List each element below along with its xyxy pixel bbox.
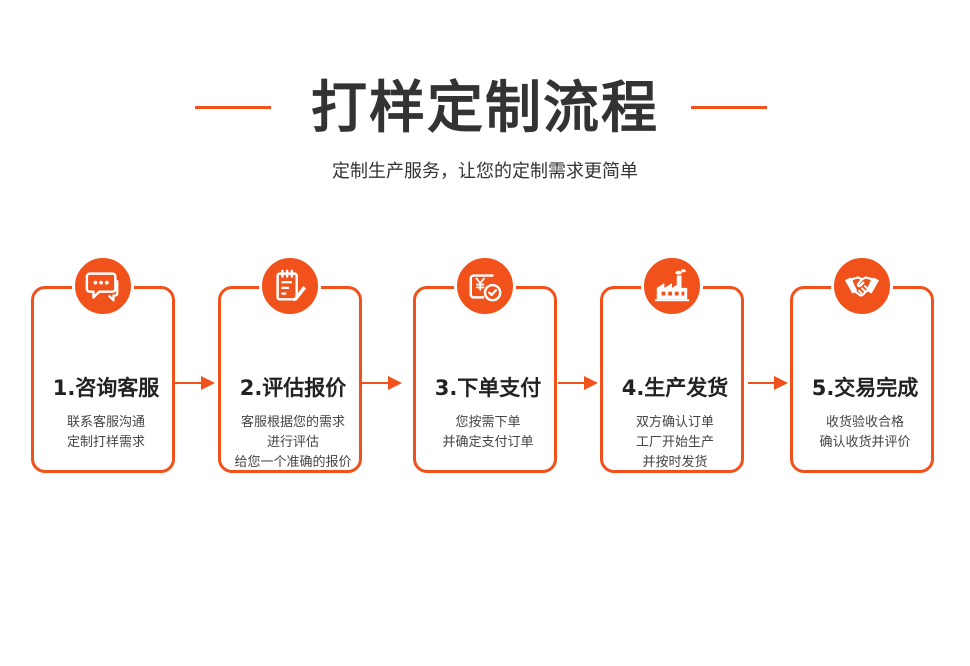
step-card: 5.交易完成 收货验收合格 确认收货并评价 <box>790 286 934 473</box>
step-card: 3.下单支付 您按需下单 并确定支付订单 <box>413 286 557 473</box>
title-decor-line-left <box>195 106 271 109</box>
step-desc-line: 您按需下单 <box>455 415 521 430</box>
flow-arrow <box>558 376 598 390</box>
factory-icon <box>654 269 690 302</box>
step-3: 3.下单支付 您按需下单 并确定支付订单 <box>413 255 557 475</box>
handshake-icon <box>844 276 880 297</box>
step-description: 联系客服沟通 定制打样需求 <box>34 413 178 453</box>
step-desc-line: 定制打样需求 <box>66 435 145 450</box>
clipboard-pen-icon <box>276 269 307 302</box>
step-desc-line: 进行评估 <box>266 435 319 450</box>
step-desc-line: 确认收货并评价 <box>819 435 911 450</box>
step-4: 4.生产发货 双方确认订单 工厂开始生产 并按时发货 <box>600 255 744 475</box>
step-title: 2.评估报价 <box>239 376 347 400</box>
step-desc-line: 并按时发货 <box>642 455 708 470</box>
step-desc-line: 客服根据您的需求 <box>240 415 345 430</box>
step-desc-line: 联系客服沟通 <box>66 415 145 430</box>
step-icon-circle <box>831 255 893 317</box>
step-1: 1.咨询客服 联系客服沟通 定制打样需求 <box>31 255 175 475</box>
step-description: 双方确认订单 工厂开始生产 并按时发货 <box>603 413 747 473</box>
title-decor-line-right <box>691 106 767 109</box>
step-card: 4.生产发货 双方确认订单 工厂开始生产 并按时发货 <box>600 286 744 473</box>
step-desc-line: 工厂开始生产 <box>635 435 714 450</box>
step-title: 5.交易完成 <box>811 376 919 400</box>
step-icon-circle <box>259 255 321 317</box>
step-title: 1.咨询客服 <box>52 376 160 400</box>
step-desc-line: 收货验收合格 <box>825 415 904 430</box>
payment-check-icon <box>469 274 502 302</box>
step-description: 收货验收合格 确认收货并评价 <box>793 413 937 453</box>
step-desc-line: 双方确认订单 <box>635 415 714 430</box>
page-subtitle: 定制生产服务，让您的定制需求更简单 <box>332 161 638 182</box>
step-desc-line: 并确定支付订单 <box>442 435 534 450</box>
chat-bubble-icon <box>85 272 119 302</box>
flow-arrow <box>362 376 402 390</box>
step-card: 1.咨询客服 联系客服沟通 定制打样需求 <box>31 286 175 473</box>
flow-arrow <box>175 376 215 390</box>
step-description: 您按需下单 并确定支付订单 <box>416 413 560 453</box>
step-icon-circle <box>454 255 516 317</box>
title-area: 打样定制流程 <box>0 74 970 144</box>
step-card: 2.评估报价 客服根据您的需求 进行评估 给您一个准确的报价 <box>218 286 362 473</box>
step-title: 3.下单支付 <box>434 376 542 400</box>
step-desc-line: 给您一个准确的报价 <box>234 455 352 470</box>
step-5: 5.交易完成 收货验收合格 确认收货并评价 <box>790 255 934 475</box>
flow-arrow <box>748 376 788 390</box>
step-2: 2.评估报价 客服根据您的需求 进行评估 给您一个准确的报价 <box>218 255 362 475</box>
page-title: 打样定制流程 <box>311 76 659 141</box>
step-description: 客服根据您的需求 进行评估 给您一个准确的报价 <box>221 413 365 473</box>
step-icon-circle <box>641 255 703 317</box>
step-icon-circle <box>72 255 134 317</box>
step-title: 4.生产发货 <box>621 376 729 400</box>
